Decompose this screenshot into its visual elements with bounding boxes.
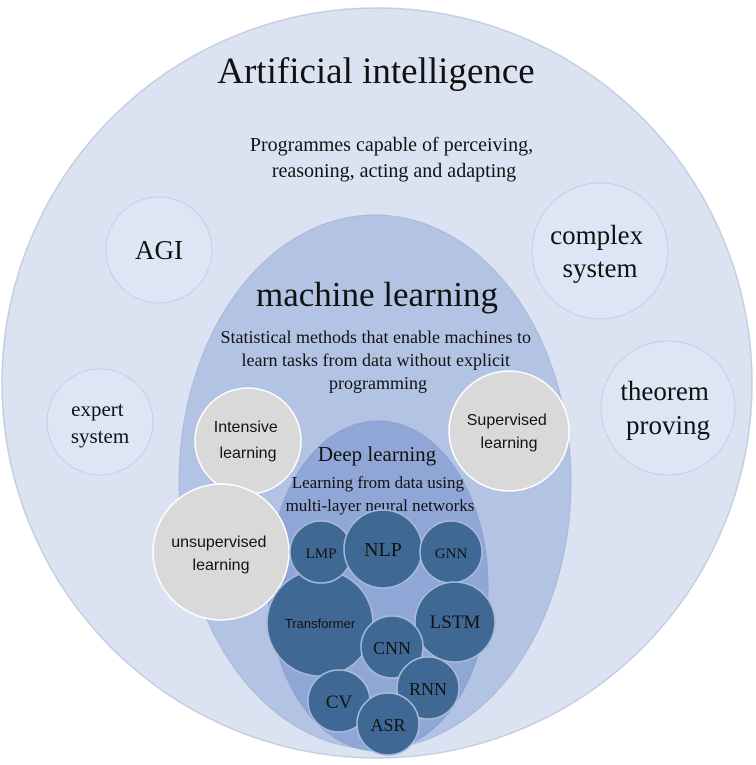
ml-description-line: learn tasks from data without explicit [242,350,510,370]
intensive-learning-label: Intensive learning [214,419,283,462]
cnn-label: CNN [373,638,411,658]
agi-bubble: AGI [105,196,213,304]
supervised-learning-label: Supervised learning [467,412,552,452]
lmp-label: LMP [306,546,337,562]
transformer-node: Transformer [266,569,374,677]
intensive-learning-circle [194,387,302,495]
expert-system-bubble: expert system [46,368,154,476]
lstm-node: LSTM [414,581,496,663]
supervised-learning-circle [448,370,570,492]
complex-system-circle [531,182,669,320]
lstm-circle [414,581,496,663]
dl-description: Learning from data using multi-layer neu… [286,473,475,515]
ai-description-line: reasoning, acting and adapting [272,160,516,182]
agi-circle [105,196,213,304]
ml-description: Statistical methods that enable machines… [221,327,536,393]
unsupervised-learning-label: unsupervised learning [171,534,271,574]
asr-label: ASR [370,715,405,735]
ai-title: Artificial intelligence [217,51,534,92]
rnn-circle [396,656,460,720]
nlp-label: NLP [364,539,402,561]
theorem-proving-bubble: theorem proving [600,340,736,476]
unsupervised-learning-bubble: unsupervised learning [152,483,290,621]
nlp-node: NLP [343,509,423,589]
unsupervised-learning-circle [152,483,290,621]
agi-label: AGI [135,235,183,265]
ml-description-line: programming [329,373,427,393]
lmp-node: LMP [289,520,353,584]
expert-system-label: expert system [71,397,129,448]
transformer-label: Transformer [285,616,356,631]
ai-description: Programmes capable of perceiving, reason… [250,134,538,182]
complex-system-bubble: complex system [531,182,669,320]
asr-circle [356,692,420,756]
gnn-node: GNN [419,520,483,584]
dl-description-line: multi-layer neural networks [286,496,475,515]
rnn-label: RNN [409,679,447,699]
expert-system-circle [46,368,154,476]
cv-label: CV [326,692,353,713]
dl-description-line: Learning from data using [292,473,465,492]
lstm-label: LSTM [430,612,481,633]
cnn-circle [360,615,424,679]
gnn-label: GNN [435,546,468,562]
intensive-learning-bubble: Intensive learning [194,387,302,495]
ai-description-line: Programmes capable of perceiving, [250,134,533,156]
supervised-learning-bubble: Supervised learning [448,370,570,492]
dl-nodes: Transformer LMP NLP GNN LSTM CNN RNN CV [266,509,496,756]
rnn-node: RNN [396,656,460,720]
theorem-proving-label: theorem proving [620,376,715,440]
ml-description-line: Statistical methods that enable machines… [221,327,531,347]
theorem-proving-circle [600,340,736,476]
ml-title: machine learning [256,275,498,314]
asr-node: ASR [356,692,420,756]
complex-system-label: complex system [550,220,650,283]
cnn-node: CNN [360,615,424,679]
dl-title: Deep learning [318,442,437,466]
